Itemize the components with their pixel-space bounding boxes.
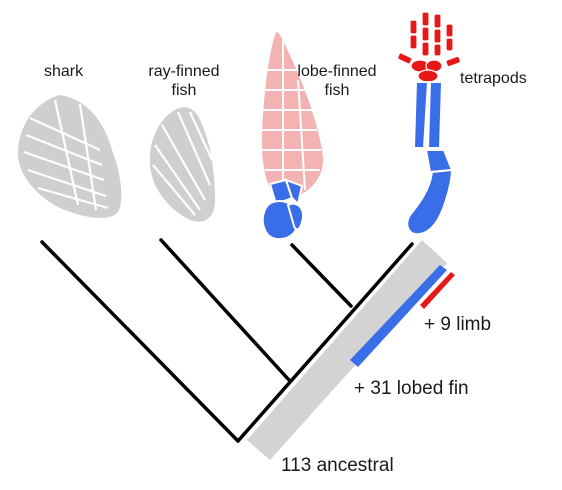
lobe-fin-bones-icon	[261, 178, 304, 241]
label-ray-finned-fish: ray-finned fish	[130, 62, 238, 100]
label-lobe-finned-fish: lobe-finned fish	[289, 62, 385, 100]
ray-finned-fin-icon	[149, 107, 215, 222]
label-ray-finned-line1: ray-finned	[148, 63, 220, 80]
shark-fin-icon	[17, 95, 122, 218]
lobed-fin-band	[350, 265, 447, 367]
limb-band	[420, 272, 455, 309]
label-shark: shark	[44, 63, 84, 80]
annotation-limb: + 9 limb	[424, 314, 492, 335]
tetrapod-hand-icon	[397, 11, 461, 83]
label-ray-finned-line2: fish	[171, 82, 197, 99]
ancestral-gene-band	[247, 240, 447, 460]
label-tetrapods: tetrapods	[460, 70, 527, 87]
label-lobe-finned-line2: fish	[324, 82, 350, 99]
tetrapod-arm-bones-icon	[406, 81, 454, 236]
label-lobe-finned-line1: lobe-finned	[297, 63, 377, 80]
branch-ray-finned	[159, 238, 291, 382]
branch-lobe-finned	[290, 243, 353, 308]
annotation-lobed-fin: + 31 lobed fin	[354, 378, 469, 399]
annotation-ancestral: 113 ancestral	[281, 455, 394, 476]
branch-main-stem	[236, 242, 414, 443]
tree-branches	[40, 238, 414, 443]
branch-shark	[40, 240, 240, 443]
lobe-fin-rays-icon	[261, 32, 324, 195]
